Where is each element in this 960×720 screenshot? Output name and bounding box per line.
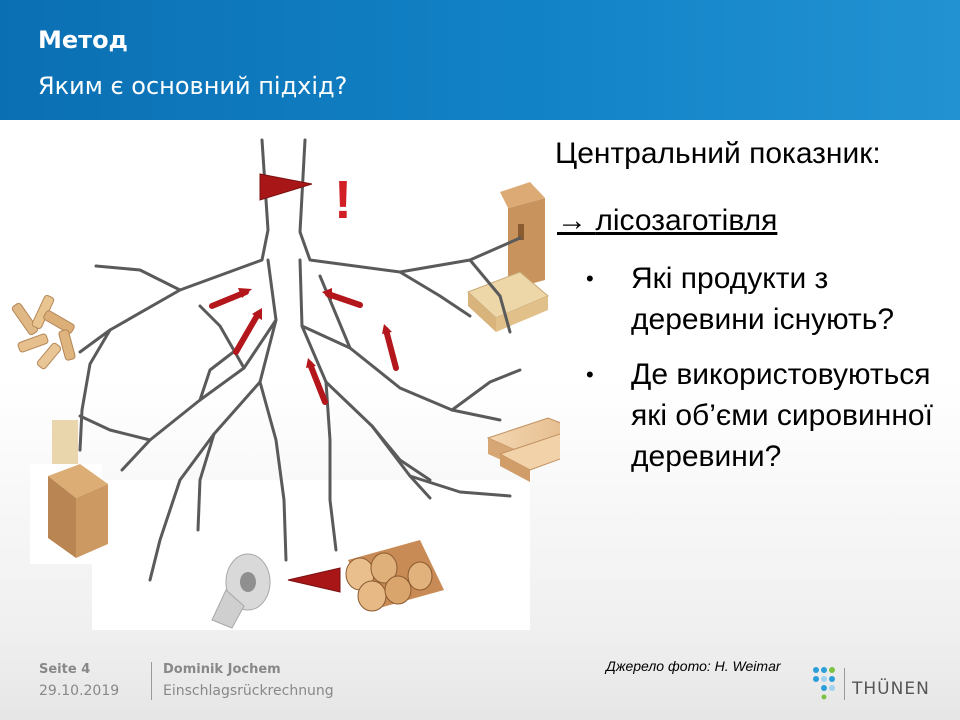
thuenen-logo-icon: [813, 667, 845, 700]
list-item: • Які продукти з деревини існують?: [578, 258, 958, 340]
central-indicator-label: Центральний показник:: [555, 137, 881, 170]
firewood-image: [345, 540, 444, 612]
footer-author: Dominik Jochem: [163, 662, 281, 677]
slide-title: Метод: [38, 26, 128, 54]
bullet-icon: •: [586, 362, 594, 387]
bullet-text: Які продукти з деревини існують?: [631, 262, 895, 336]
wood-pellets-image: [11, 294, 76, 370]
question-list: • Які продукти з деревини існують? • Де …: [578, 258, 958, 491]
logo-text: THÜNEN: [852, 679, 930, 699]
tree-branches: [78, 138, 522, 582]
footer-divider: [151, 662, 152, 700]
focus-line: → лісозаготівля: [557, 204, 777, 238]
footer-topic: Einschlagsrückrechnung: [163, 683, 334, 699]
cardboard-box-top-image: [500, 182, 545, 290]
cardboard-box-bottom-image: [30, 420, 108, 564]
top-pointer-flag: [259, 173, 313, 201]
wood-flow-tree-diagram: !: [11, 138, 560, 630]
photo-source-credit: Джерело фото: H. Weimar: [606, 658, 781, 674]
bullet-text: Де використовуються які об’єми сировинно…: [631, 358, 933, 473]
toilet-paper-image: [211, 553, 271, 629]
flow-arrowheads: [238, 288, 392, 368]
exclamation-mark: !: [334, 170, 352, 230]
photo-background: [92, 480, 530, 630]
slide-header: Метод Яким є основний підхід?: [0, 0, 960, 120]
focus-text: лісозаготівля: [595, 204, 778, 237]
bottom-pointer-flag: [287, 567, 341, 593]
flow-arrows: [209, 289, 399, 405]
slide-subtitle: Яким є основний підхід?: [38, 72, 348, 100]
wooden-boards-image: [486, 417, 560, 482]
bullet-icon: •: [586, 266, 594, 291]
footer-page-number: Seite 4: [39, 662, 91, 677]
right-arrow-icon: →: [557, 204, 587, 237]
chipboard-image: [467, 271, 549, 332]
footer-date: 29.10.2019: [39, 683, 120, 699]
list-item: • Де використовуються які об’єми сировин…: [578, 354, 958, 477]
